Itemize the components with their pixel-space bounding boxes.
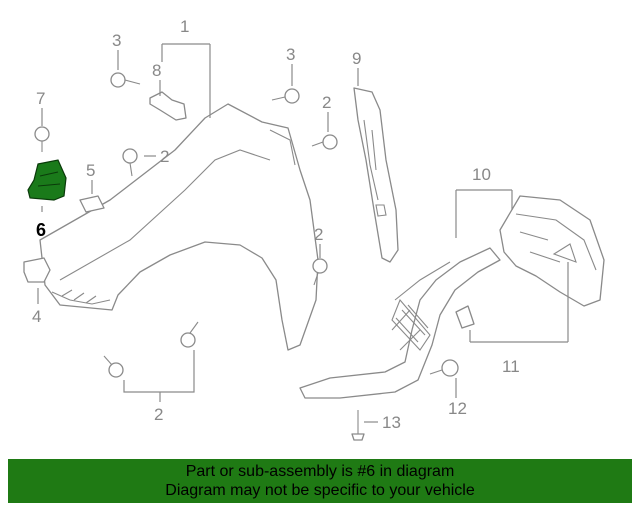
- bracket-part-8: [149, 91, 187, 121]
- callout-7: 7: [36, 89, 45, 108]
- block-part-4: [23, 257, 51, 283]
- panel-part-9: [353, 87, 399, 263]
- liner-part-rear: [499, 195, 605, 307]
- callout-5: 5: [86, 161, 95, 180]
- screw-part-3b: [271, 88, 300, 104]
- screw-part-12: [429, 359, 459, 377]
- callout-13: 13: [382, 413, 401, 432]
- callout-9: 9: [352, 49, 361, 68]
- callout-4: 4: [32, 307, 41, 326]
- screw-part-3a: [110, 72, 141, 88]
- fender-part: [39, 103, 319, 351]
- callout-2-upper: 2: [322, 93, 331, 112]
- callout-2-left: 2: [160, 147, 169, 166]
- callout-2-mid: 2: [314, 225, 323, 244]
- callout-12: 12: [448, 399, 467, 418]
- bolt-part-13: [351, 410, 365, 441]
- clip-part-11: [455, 305, 475, 329]
- info-banner: Part or sub-assembly is #6 in diagram Di…: [8, 459, 632, 503]
- liner-part-front: [299, 247, 501, 399]
- callout-3-left: 3: [112, 31, 121, 50]
- clip-part-5: [79, 195, 105, 213]
- callout-2-bottom: 2: [154, 405, 163, 424]
- highlighted-part-6: [27, 159, 67, 201]
- callout-6-highlighted: 6: [36, 220, 46, 240]
- leader-lines: [37, 43, 569, 423]
- screw-part-2-low-right: [180, 321, 199, 348]
- screw-part-2-upper: [311, 134, 338, 150]
- callout-1: 1: [180, 17, 189, 36]
- screw-part-7: [34, 126, 50, 152]
- screw-part-2-low-left: [103, 355, 124, 378]
- callout-11: 11: [502, 357, 520, 376]
- screw-part-2-left: [122, 148, 138, 177]
- parts-diagram: 1 3 8 3 9 2 7 2 5 6 2 10 4 11 12 2 13: [23, 17, 605, 441]
- callout-8: 8: [152, 61, 161, 80]
- callout-3-right: 3: [286, 45, 295, 64]
- callout-10: 10: [472, 165, 491, 184]
- banner-line-1: Part or sub-assembly is #6 in diagram: [185, 463, 455, 480]
- screw-part-2-mid: [312, 258, 328, 286]
- banner-line-2: Diagram may not be specific to your vehi…: [165, 482, 475, 499]
